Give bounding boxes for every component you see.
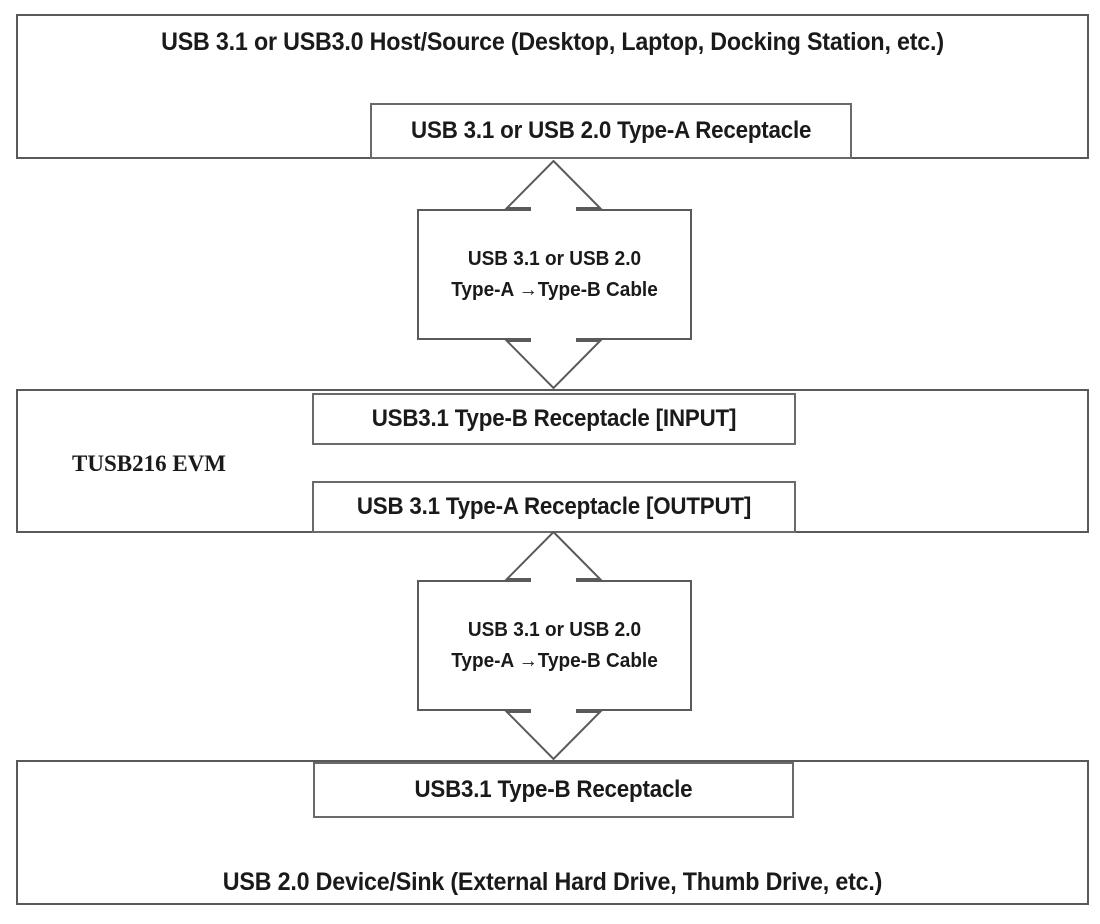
evm-input-receptacle: USB3.1 Type-B Receptacle [INPUT] xyxy=(312,393,796,445)
host-type-a-receptacle: USB 3.1 or USB 2.0 Type-A Receptacle xyxy=(370,103,852,159)
cable-bottom-label: USB 3.1 or USB 2.0 Type-A →Type-B Cable xyxy=(424,615,685,677)
host-type-a-receptacle-label: USB 3.1 or USB 2.0 Type-A Receptacle xyxy=(410,117,812,145)
cable-top-double-arrow-icon xyxy=(417,160,692,389)
evm-output-receptacle: USB 3.1 Type-A Receptacle [OUTPUT] xyxy=(312,481,796,533)
tusb216-evm-label: TUSB216 EVM xyxy=(72,451,226,476)
cable-bottom-label-line2: Type-A →Type-B Cable xyxy=(451,650,658,672)
cable-top-label-line2: Type-A →Type-B Cable xyxy=(451,279,658,301)
cable-top-label: USB 3.1 or USB 2.0 Type-A →Type-B Cable xyxy=(424,244,685,306)
device-type-b-receptacle-label: USB3.1 Type-B Receptacle xyxy=(414,776,693,804)
cable-top-label-line1: USB 3.1 or USB 2.0 xyxy=(467,248,642,270)
evm-output-receptacle-label: USB 3.1 Type-A Receptacle [OUTPUT] xyxy=(356,493,752,521)
host-source-title: USB 3.1 or USB3.0 Host/Source (Desktop, … xyxy=(161,28,944,56)
cable-top-host-to-evm: USB 3.1 or USB 2.0 Type-A →Type-B Cable xyxy=(417,160,692,389)
evm-input-receptacle-label: USB3.1 Type-B Receptacle [INPUT] xyxy=(371,405,737,433)
cable-bottom-double-arrow-icon xyxy=(417,531,692,760)
cable-bottom-evm-to-device: USB 3.1 or USB 2.0 Type-A →Type-B Cable xyxy=(417,531,692,760)
cable-bottom-label-line1: USB 3.1 or USB 2.0 xyxy=(467,619,642,641)
device-sink-title: USB 2.0 Device/Sink (External Hard Drive… xyxy=(222,868,883,896)
device-type-b-receptacle: USB3.1 Type-B Receptacle xyxy=(313,762,794,818)
